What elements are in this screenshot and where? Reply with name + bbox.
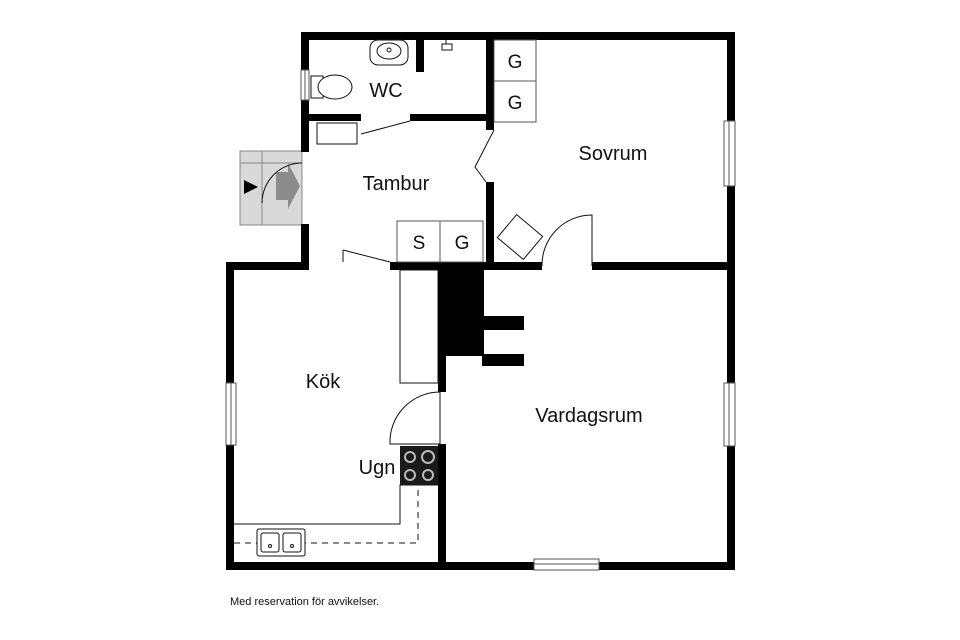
appliance-label-ugn: Ugn <box>359 457 396 479</box>
sovrum-door-leaf <box>474 129 495 183</box>
tambur-kok-door-leaf <box>342 249 391 263</box>
closet-label-g-top: G <box>508 52 523 73</box>
disclaimer-text: Med reservation för avvikelser. <box>230 596 380 608</box>
room-label-tambur: Tambur <box>363 173 430 195</box>
closets <box>396 39 537 263</box>
entrance-arrow-icon <box>276 163 300 209</box>
interior-walls <box>309 40 727 566</box>
room-label-vardagsrum: Vardagsrum <box>535 405 642 427</box>
wc-fixtures <box>310 39 453 100</box>
sovrum-vardag-door-swing <box>541 214 593 267</box>
doors <box>342 120 593 445</box>
kitchen-sink-icon <box>256 528 306 557</box>
wc-door-leaf <box>360 120 411 135</box>
closet-label-g: G <box>455 233 470 254</box>
room-label-sovrum: Sovrum <box>579 143 648 165</box>
entrance-door-swing <box>261 162 303 204</box>
sovrum-box <box>496 213 544 261</box>
windows <box>225 69 736 571</box>
room-label-wc: WC <box>369 80 402 102</box>
closet-label-g-bottom: G <box>508 93 523 114</box>
kitchen-cabinet <box>399 269 439 384</box>
closet-label-s: S <box>413 233 426 254</box>
tap-icon <box>441 40 453 51</box>
stove-icon <box>400 446 438 485</box>
entrance-marker-icon <box>244 180 258 194</box>
kok-door-swing <box>389 391 441 445</box>
room-label-kok: Kök <box>306 371 341 393</box>
tambur-shelf <box>316 122 358 145</box>
